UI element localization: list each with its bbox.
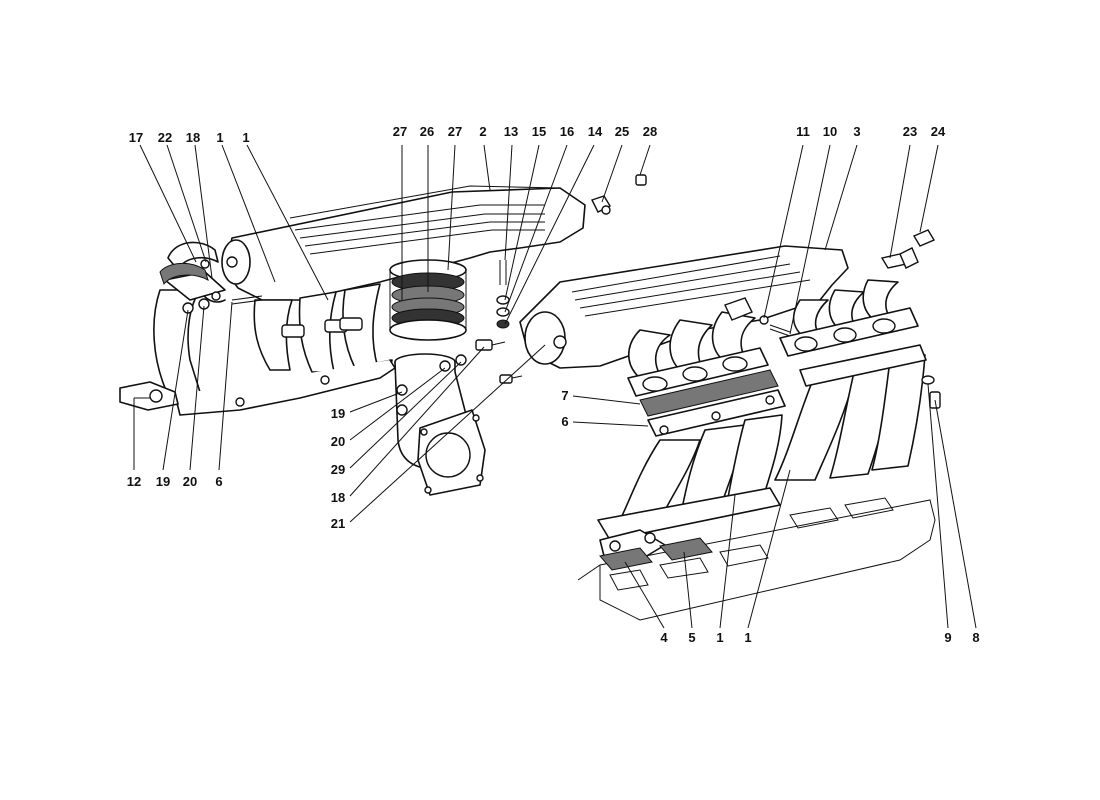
callout-20-bottom: 20 xyxy=(183,474,197,489)
callout-18-center: 18 xyxy=(331,490,345,505)
callout-29: 29 xyxy=(331,462,345,477)
callout-7: 7 xyxy=(561,388,568,403)
left-intake-manifold xyxy=(119,185,586,416)
callout-5: 5 xyxy=(688,630,695,645)
callout-20-center: 20 xyxy=(331,434,345,449)
callout-2: 2 xyxy=(479,124,486,139)
callout-15: 15 xyxy=(532,124,546,139)
callout-28: 28 xyxy=(643,124,657,139)
callout-27-a: 27 xyxy=(393,124,407,139)
callout-10: 10 xyxy=(823,124,837,139)
callout-17: 17 xyxy=(129,130,143,145)
callout-9: 9 xyxy=(944,630,951,645)
callout-12: 12 xyxy=(127,474,141,489)
callout-6-right: 6 xyxy=(561,414,568,429)
callout-19-bottom: 19 xyxy=(156,474,170,489)
callout-1-bottom-a: 1 xyxy=(716,630,723,645)
callout-16: 16 xyxy=(560,124,574,139)
intake-bellows xyxy=(389,259,467,341)
right-intake-manifold xyxy=(519,229,936,397)
callout-11: 11 xyxy=(796,124,810,139)
callout-26: 26 xyxy=(420,124,434,139)
callout-8: 8 xyxy=(972,630,979,645)
callout-18-top: 18 xyxy=(186,130,200,145)
callout-1-bottom-b: 1 xyxy=(744,630,751,645)
callout-13: 13 xyxy=(504,124,518,139)
callout-27-b: 27 xyxy=(448,124,462,139)
callout-4: 4 xyxy=(660,630,668,645)
center-fasteners xyxy=(439,174,647,384)
leader-lines xyxy=(133,144,977,629)
callout-14: 14 xyxy=(588,124,603,139)
callout-25: 25 xyxy=(615,124,629,139)
callout-labels: 17 22 18 1 1 27 26 27 2 13 15 16 14 25 2… xyxy=(127,124,980,645)
callout-3: 3 xyxy=(853,124,860,139)
throttle-adapter xyxy=(394,353,486,496)
callout-21: 21 xyxy=(331,516,345,531)
callout-1-top-a: 1 xyxy=(216,130,223,145)
callout-22: 22 xyxy=(158,130,172,145)
callout-19-center: 19 xyxy=(331,406,345,421)
exhaust-manifolds xyxy=(577,344,941,621)
callout-6-left: 6 xyxy=(215,474,222,489)
callout-1-top-b: 1 xyxy=(242,130,249,145)
callout-24: 24 xyxy=(931,124,946,139)
callout-23: 23 xyxy=(903,124,917,139)
